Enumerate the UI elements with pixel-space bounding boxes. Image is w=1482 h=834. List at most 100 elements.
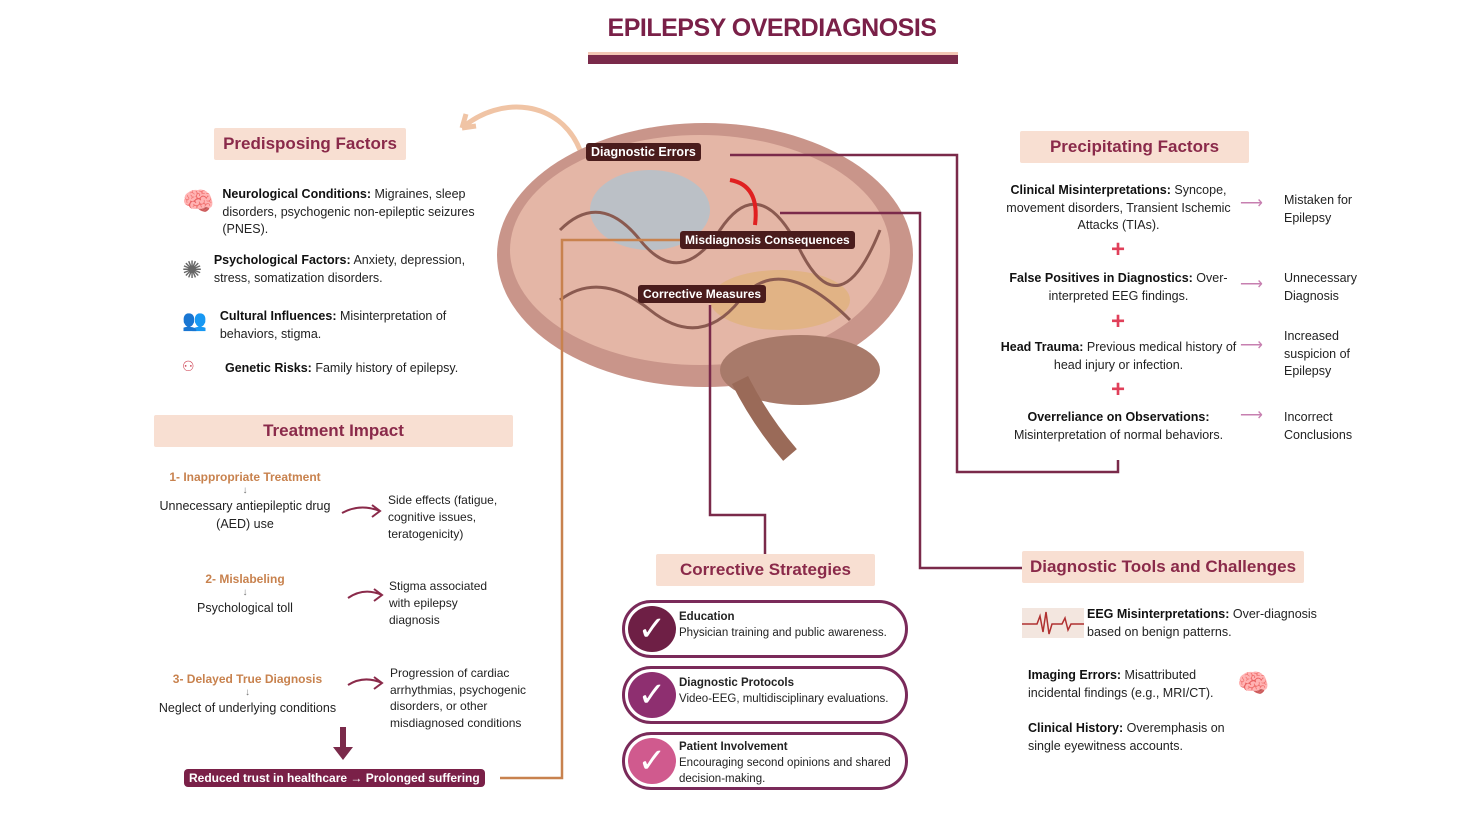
- tools-item: Clinical History: Overemphasis on single…: [1028, 720, 1248, 755]
- strategy-title: Diagnostic Protocols: [679, 677, 795, 689]
- item-effect: Neglect of underlying conditions: [158, 701, 337, 715]
- brain-icon: 🧠: [182, 186, 215, 216]
- item-label: Clinical Misinterpretations:: [1010, 183, 1171, 197]
- orange-connector: [500, 238, 680, 780]
- result-text: Mistaken for Epilepsy: [1284, 193, 1353, 225]
- item-text: Overemphasis on single eyewitness accoun…: [1028, 721, 1225, 753]
- item-text: Syncope, movement disorders, Transient I…: [1006, 183, 1231, 232]
- tools-header: Diagnostic Tools and Challenges: [1022, 551, 1304, 583]
- item-text: Misinterpretation of behaviors, stigma.: [219, 309, 447, 341]
- item-title: 1- Inappropriate Treatment: [169, 470, 321, 484]
- list-item: 👥 Cultural Influences: Misinterpretation…: [182, 308, 502, 358]
- list-item: 🧠 Neurological Conditions: Migraines, sl…: [182, 186, 502, 256]
- right-arrow-icon: ⟶: [1240, 276, 1263, 293]
- checkmark-icon: ✓: [628, 738, 676, 784]
- result-text: Incorrect Conclusions: [1284, 410, 1353, 442]
- item-text: Previous medical history of head injury …: [1053, 340, 1237, 372]
- outcome-text: Progression of cardiac arrhythmias, psyc…: [390, 666, 527, 730]
- item-text: Over-interpreted EEG findings.: [1048, 271, 1228, 303]
- label-corrective-measures: Corrective Measures: [638, 285, 767, 303]
- item-text: Anxiety, depression, stress, somatizatio…: [213, 253, 466, 285]
- checkmark-icon: ✓: [628, 672, 676, 718]
- brain-scan-icon: 🧠: [1237, 668, 1270, 698]
- item-text: Over-diagnosis based on benign patterns.: [1087, 607, 1317, 639]
- treatment-item: 3- Delayed True Diagnosis ↓ Neglect of u…: [150, 672, 345, 718]
- precipitating-item: Clinical Misinterpretations: Syncope, mo…: [996, 182, 1241, 235]
- precipitating-connector: [730, 153, 1120, 474]
- strategy-text: Encouraging second opinions and shared d…: [679, 757, 891, 785]
- plus-icon: +: [1110, 376, 1125, 403]
- strategy-text: Video-EEG, multidisciplinary evaluations…: [679, 693, 889, 705]
- corrective-header: Corrective Strategies: [656, 554, 875, 586]
- corrective-connector: [708, 305, 767, 555]
- strategy-title: Education: [679, 611, 735, 623]
- item-label: Neurological Conditions:: [222, 187, 371, 201]
- result-text: Unnecessary Diagnosis: [1284, 271, 1357, 303]
- precipitating-item: Head Trauma: Previous medical history of…: [996, 339, 1241, 374]
- item-text: Migraines, sleep disorders, psychogenic …: [222, 187, 475, 236]
- treatment-item: 1- Inappropriate Treatment ↓ Unnecessary…: [150, 470, 340, 533]
- list-item: ✺ Psychological Factors: Anxiety, depres…: [182, 253, 502, 308]
- down-arrow-icon: ↓: [242, 587, 248, 598]
- right-arrow-icon: ⟶: [1240, 337, 1263, 354]
- curved-arrow: [460, 104, 583, 151]
- item-title: 3- Delayed True Diagnosis: [172, 672, 323, 686]
- item-title: 2- Mislabeling: [205, 572, 285, 586]
- curved-arrow-icon: [347, 588, 384, 602]
- item-label: Overreliance on Observations:: [1027, 410, 1210, 424]
- plus-icon: +: [1110, 308, 1125, 335]
- precipitating-header: Precipitating Factors: [1020, 131, 1249, 163]
- result-banner: Reduced trust in healthcare → Prolonged …: [184, 769, 485, 787]
- strategy-text: Physician training and public awareness.: [679, 627, 887, 639]
- item-label: Genetic Risks:: [225, 361, 312, 375]
- curved-arrow-icon: [341, 504, 382, 518]
- down-arrow-icon: ↓: [245, 687, 250, 698]
- down-arrow-icon: ↓: [242, 485, 248, 496]
- item-label: Cultural Influences:: [219, 309, 337, 323]
- item-label: EEG Misinterpretations:: [1087, 607, 1230, 621]
- brain-illustration: [497, 123, 913, 461]
- outcome-text: Side effects (fatigue, cognitive issues,…: [388, 493, 498, 541]
- head-sketch-icon: ✺: [182, 257, 203, 284]
- tools-item: EEG Misinterpretations: Over-diagnosis b…: [1087, 606, 1317, 641]
- precipitating-item: False Positives in Diagnostics: Over-int…: [996, 270, 1241, 305]
- predisposing-list: 🧠 Neurological Conditions: Migraines, sl…: [182, 186, 502, 378]
- list-item: ⚇ Genetic Risks: Family history of epile…: [182, 358, 502, 378]
- predisposing-header: Predisposing Factors: [214, 128, 406, 160]
- tools-item: Imaging Errors: Misattributed incidental…: [1028, 667, 1233, 702]
- outcome-text: Stigma associated with epilepsy diagnosi…: [389, 579, 488, 627]
- treatment-item: 2- Mislabeling ↓ Psychological toll: [150, 572, 340, 618]
- label-misdiagnosis: Misdiagnosis Consequences: [680, 231, 855, 249]
- strategy-title: Patient Involvement: [679, 741, 788, 753]
- checkmark-icon: ✓: [628, 606, 676, 652]
- item-text: Misattributed incidental findings (e.g.,…: [1028, 668, 1214, 700]
- people-icon: 👥: [182, 310, 207, 332]
- item-text: Family history of epilepsy.: [311, 361, 459, 375]
- page-title: EPILEPSY OVERDIAGNOSIS: [607, 14, 937, 42]
- item-label: Psychological Factors:: [213, 253, 351, 267]
- tools-connector: [780, 211, 1022, 570]
- curved-arrows: [341, 504, 384, 690]
- eeg-icon: [1022, 608, 1084, 638]
- plus-icon: +: [1110, 236, 1125, 263]
- item-label: Imaging Errors:: [1028, 668, 1122, 682]
- family-tree-icon: ⚇: [182, 358, 195, 374]
- right-arrow-icon: ⟶: [1240, 407, 1263, 424]
- item-effect: Unnecessary antiepileptic drug (AED) use: [159, 499, 331, 531]
- label-diagnostic-errors: Diagnostic Errors: [586, 143, 701, 161]
- result-text: Increased suspicion of Epilepsy: [1284, 329, 1351, 378]
- item-effect: Psychological toll: [197, 601, 293, 615]
- right-arrow-icon: ⟶: [1240, 195, 1263, 212]
- precipitating-item: Overreliance on Observations: Misinterpr…: [996, 409, 1241, 444]
- item-label: Clinical History:: [1028, 721, 1124, 735]
- item-label: Head Trauma:: [1000, 340, 1084, 354]
- curved-arrow-icon: [347, 676, 384, 690]
- treatment-header: Treatment Impact: [154, 415, 513, 447]
- item-label: False Positives in Diagnostics:: [1009, 271, 1193, 285]
- item-text: Misinterpretation of normal behaviors.: [1013, 427, 1224, 442]
- title-underline: [588, 52, 958, 64]
